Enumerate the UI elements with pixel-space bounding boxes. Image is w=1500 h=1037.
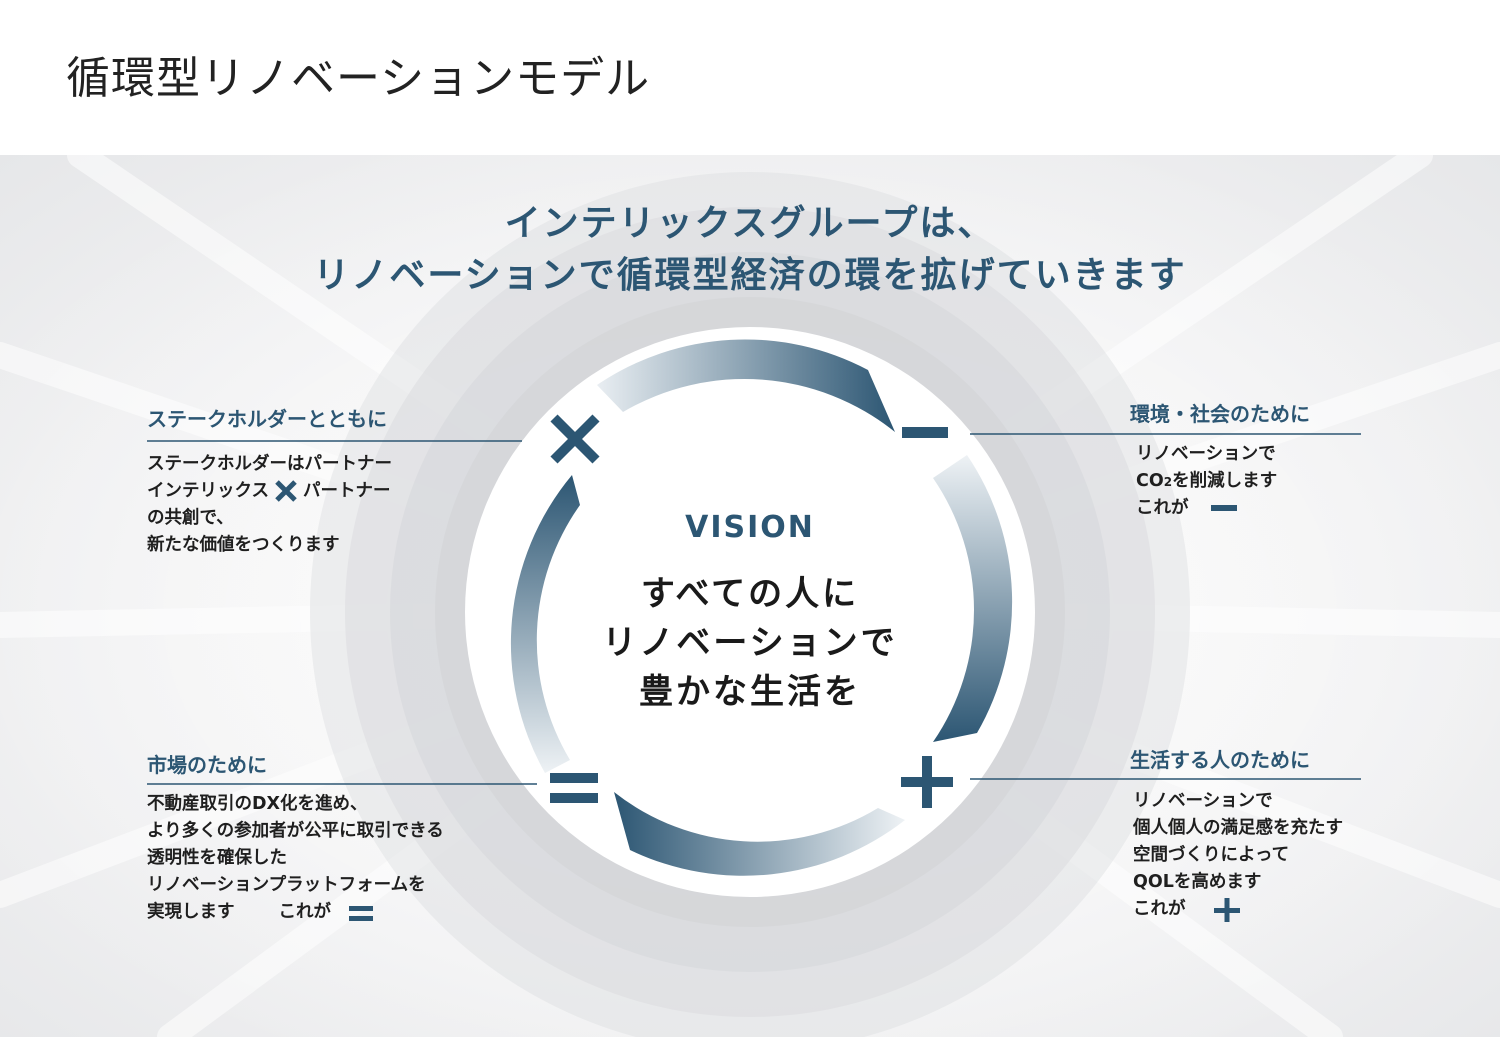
body-line: リノベーションプラットフォームを [147, 875, 426, 895]
body-text-fragment: 実現します [147, 902, 235, 922]
headline-line-2: リノベーションで循環型経済の環を拡げていきます [313, 255, 1187, 296]
section-title-market: 市場のために [147, 753, 267, 777]
headline-line-1: インテリックスグループは、 [504, 203, 996, 244]
section-title-stakeholders: ステークホルダーとともに [147, 407, 387, 431]
body-line: これが [1136, 495, 1277, 522]
section-body-stakeholders: ステークホルダーはパートナー インテリックス パートナー の共創で、 新たな価値を… [147, 451, 392, 559]
body-text-fragment: これが [1136, 498, 1189, 518]
section-body-life: リノベーションで 個人個人の満足感を充たす 空間づくりによって QOLを高めます… [1133, 788, 1343, 923]
body-line: 不動産取引のDX化を進め、 [147, 794, 368, 814]
arc-top [597, 339, 895, 432]
body-text-fragment: これが [278, 902, 332, 922]
body-line: QOLを高めます [1133, 872, 1262, 892]
body-line: 新たな価値をつくります [147, 535, 340, 555]
minus-icon [1210, 505, 1237, 511]
vision-line-3: 豊かな生活を [639, 672, 861, 712]
body-line: の共創で、 [147, 508, 234, 528]
body-line: 空間づくりによって [1133, 845, 1290, 865]
vision-line-1: すべての人に [640, 574, 860, 614]
inner-disc [465, 327, 1035, 897]
body-line: 実現します これが [147, 899, 444, 926]
body-line: ステークホルダーはパートナー [147, 454, 392, 474]
minus-icon [902, 427, 948, 438]
body-text-fragment: を削減します [1172, 471, 1278, 491]
body-line: インテリックス パートナー [147, 478, 392, 505]
section-body-market: 不動産取引のDX化を進め、 より多くの参加者が公平に取引できる 透明性を確保した… [147, 791, 444, 926]
body-text-fragment: 2 [1163, 475, 1173, 489]
body-text-fragment: これが [1133, 899, 1186, 919]
page-title: 循環型リノベーションモデル [66, 53, 651, 104]
multiply-icon [550, 414, 600, 464]
body-text-fragment: CO [1136, 471, 1164, 491]
arc-right [933, 455, 1013, 742]
vision-line-2: リノベーションで [602, 623, 898, 663]
body-line: 透明性を確保した [147, 848, 287, 868]
body-line: リノベーションで [1136, 444, 1276, 464]
arc-left [510, 475, 580, 773]
body-line: これが [1133, 896, 1343, 923]
section-title-life: 生活する人のために [1130, 748, 1310, 772]
body-line: 個人個人の満足感を充たす [1133, 818, 1343, 838]
equals-icon [349, 906, 373, 921]
plus-icon [901, 756, 953, 808]
body-line: CO2を削減します [1136, 468, 1277, 495]
arc-bottom [614, 792, 905, 876]
body-text-fragment: インテリックス [147, 481, 269, 501]
body-line: より多くの参加者が公平に取引できる [147, 821, 444, 841]
body-line: リノベーションで [1133, 791, 1273, 811]
section-body-environment: リノベーションで CO2を削減します これが [1136, 441, 1277, 522]
body-text-fragment: パートナー [302, 481, 391, 501]
section-title-environment: 環境・社会のために [1130, 402, 1310, 426]
multiply-icon [275, 480, 297, 502]
plus-icon [1213, 898, 1240, 922]
equals-icon [550, 773, 598, 803]
vision-label: VISION [685, 510, 815, 545]
